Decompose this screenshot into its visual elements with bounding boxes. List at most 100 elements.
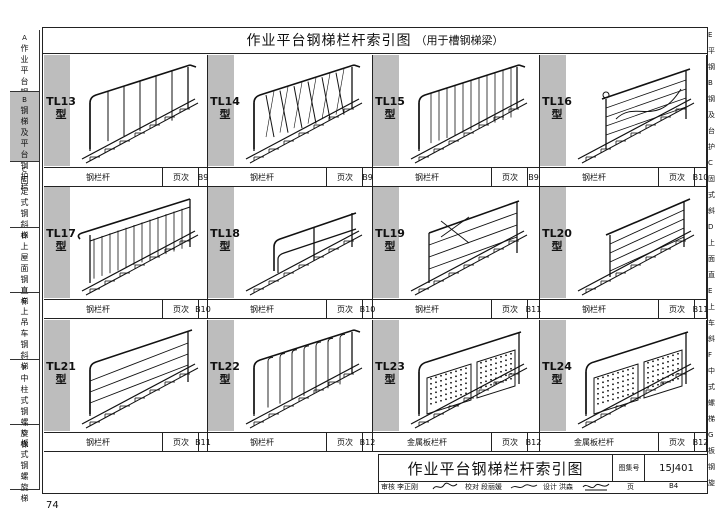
cell-grey-strip — [373, 187, 399, 298]
title-block-title: 作业平台钢梯栏杆索引图 — [379, 455, 612, 482]
page-reference[interactable]: B12 — [693, 433, 708, 451]
sidebar-tab-a[interactable]: A作业平台钢梯 — [10, 30, 40, 108]
sidebar-tab-letter: B — [22, 96, 27, 104]
type-suffix-text: 型 — [384, 240, 396, 253]
page-reference[interactable]: B9 — [362, 168, 373, 186]
railing-drawing — [410, 331, 528, 429]
checker-signature — [510, 484, 538, 489]
type-code-text: TL21 — [46, 360, 76, 373]
review-label: 审核 — [381, 483, 395, 491]
page-label: 页次 — [326, 300, 363, 318]
sidebar-tab-c[interactable]: C 固定式钢斜梯 — [10, 162, 40, 240]
railing-drawing — [245, 64, 363, 164]
page-reference[interactable]: B12 — [360, 433, 375, 451]
sidebar-tab-name: 上吊车钢斜梯 — [20, 307, 29, 371]
page-label: 页次 — [491, 433, 528, 451]
sidebar-tab-name: 固定式钢斜梯 — [20, 176, 29, 240]
sidebar-tab-letter: F — [22, 364, 27, 372]
page-reference[interactable]: B12 — [526, 433, 541, 451]
cell-grey-strip — [540, 55, 566, 166]
page-label: 页次 — [326, 168, 363, 186]
type-suffix-text: 型 — [55, 373, 67, 386]
page-reference[interactable]: B10 — [693, 168, 708, 186]
cell-grey-strip — [373, 320, 399, 431]
clipped-tab-char: 钢 — [708, 63, 715, 71]
railing-name: 钢栏杆 — [86, 173, 110, 182]
clipped-tab-char: 式 — [708, 383, 715, 391]
railing-drawing — [245, 329, 363, 429]
railing-name: 钢栏杆 — [250, 305, 274, 314]
page-reference[interactable]: B9 — [198, 168, 208, 186]
type-code-text: TL24 — [542, 360, 572, 373]
cell-grey-strip — [44, 187, 70, 298]
railing-drawing — [577, 68, 695, 164]
page-reference[interactable]: B9 — [527, 168, 539, 186]
page-label: 页 — [627, 483, 634, 491]
clipped-tab-char: B — [708, 79, 713, 87]
cell-grey-strip — [373, 55, 399, 166]
railing-name: 钢栏杆 — [86, 305, 110, 314]
page-label: 页次 — [658, 433, 695, 451]
checker-name: 段丽媛 — [481, 483, 502, 491]
clipped-tab-char: 斜 — [708, 335, 715, 343]
reviewer-name: 李正刚 — [397, 483, 418, 491]
title-subtitle: （用于槽钢梯梁） — [415, 34, 504, 47]
page-reference[interactable]: B11 — [693, 300, 708, 318]
clipped-tab-char: 护 — [708, 143, 715, 151]
clipped-tab-char: E — [708, 31, 713, 39]
title-text: 作业平台钢梯栏杆索引图 — [246, 33, 412, 49]
railing-drawing — [410, 64, 528, 164]
railing-name: 金属板栏杆 — [574, 438, 614, 447]
clipped-tab-char: G — [708, 431, 714, 439]
page-title: 作业平台钢梯栏杆索引图 （用于槽钢梯梁） — [42, 27, 708, 54]
page-label: 页次 — [326, 433, 363, 451]
railing-name: 钢栏杆 — [250, 173, 274, 182]
sidebar-tab-letter: C — [22, 166, 27, 174]
title-block: 作业平台钢梯栏杆索引图 图集号 15J401 审核 李正刚 校对 段丽媛 设计 … — [378, 454, 708, 494]
page-reference[interactable]: B11 — [195, 433, 211, 451]
railing-drawing — [81, 329, 199, 429]
page-label: 页次 — [491, 300, 528, 318]
designer-name: 洪森 — [559, 483, 573, 491]
clipped-tab-char: 直 — [708, 271, 715, 279]
page-reference[interactable]: B11 — [526, 300, 541, 318]
clipped-tab-char: 上 — [708, 239, 715, 247]
sidebar-tab-letter: G — [21, 429, 28, 437]
type-suffix-text: 型 — [551, 373, 563, 386]
clipped-tab-char: 钢 — [708, 463, 715, 471]
clipped-tab-char: D — [708, 223, 714, 231]
clipped-tab-char: E — [708, 287, 713, 295]
type-suffix-text: 型 — [219, 240, 231, 253]
clipped-tab-char: 钢 — [708, 95, 715, 103]
cell-grey-strip — [44, 320, 70, 431]
page-reference[interactable]: B10 — [195, 300, 211, 318]
page-reference[interactable]: B10 — [360, 300, 375, 318]
